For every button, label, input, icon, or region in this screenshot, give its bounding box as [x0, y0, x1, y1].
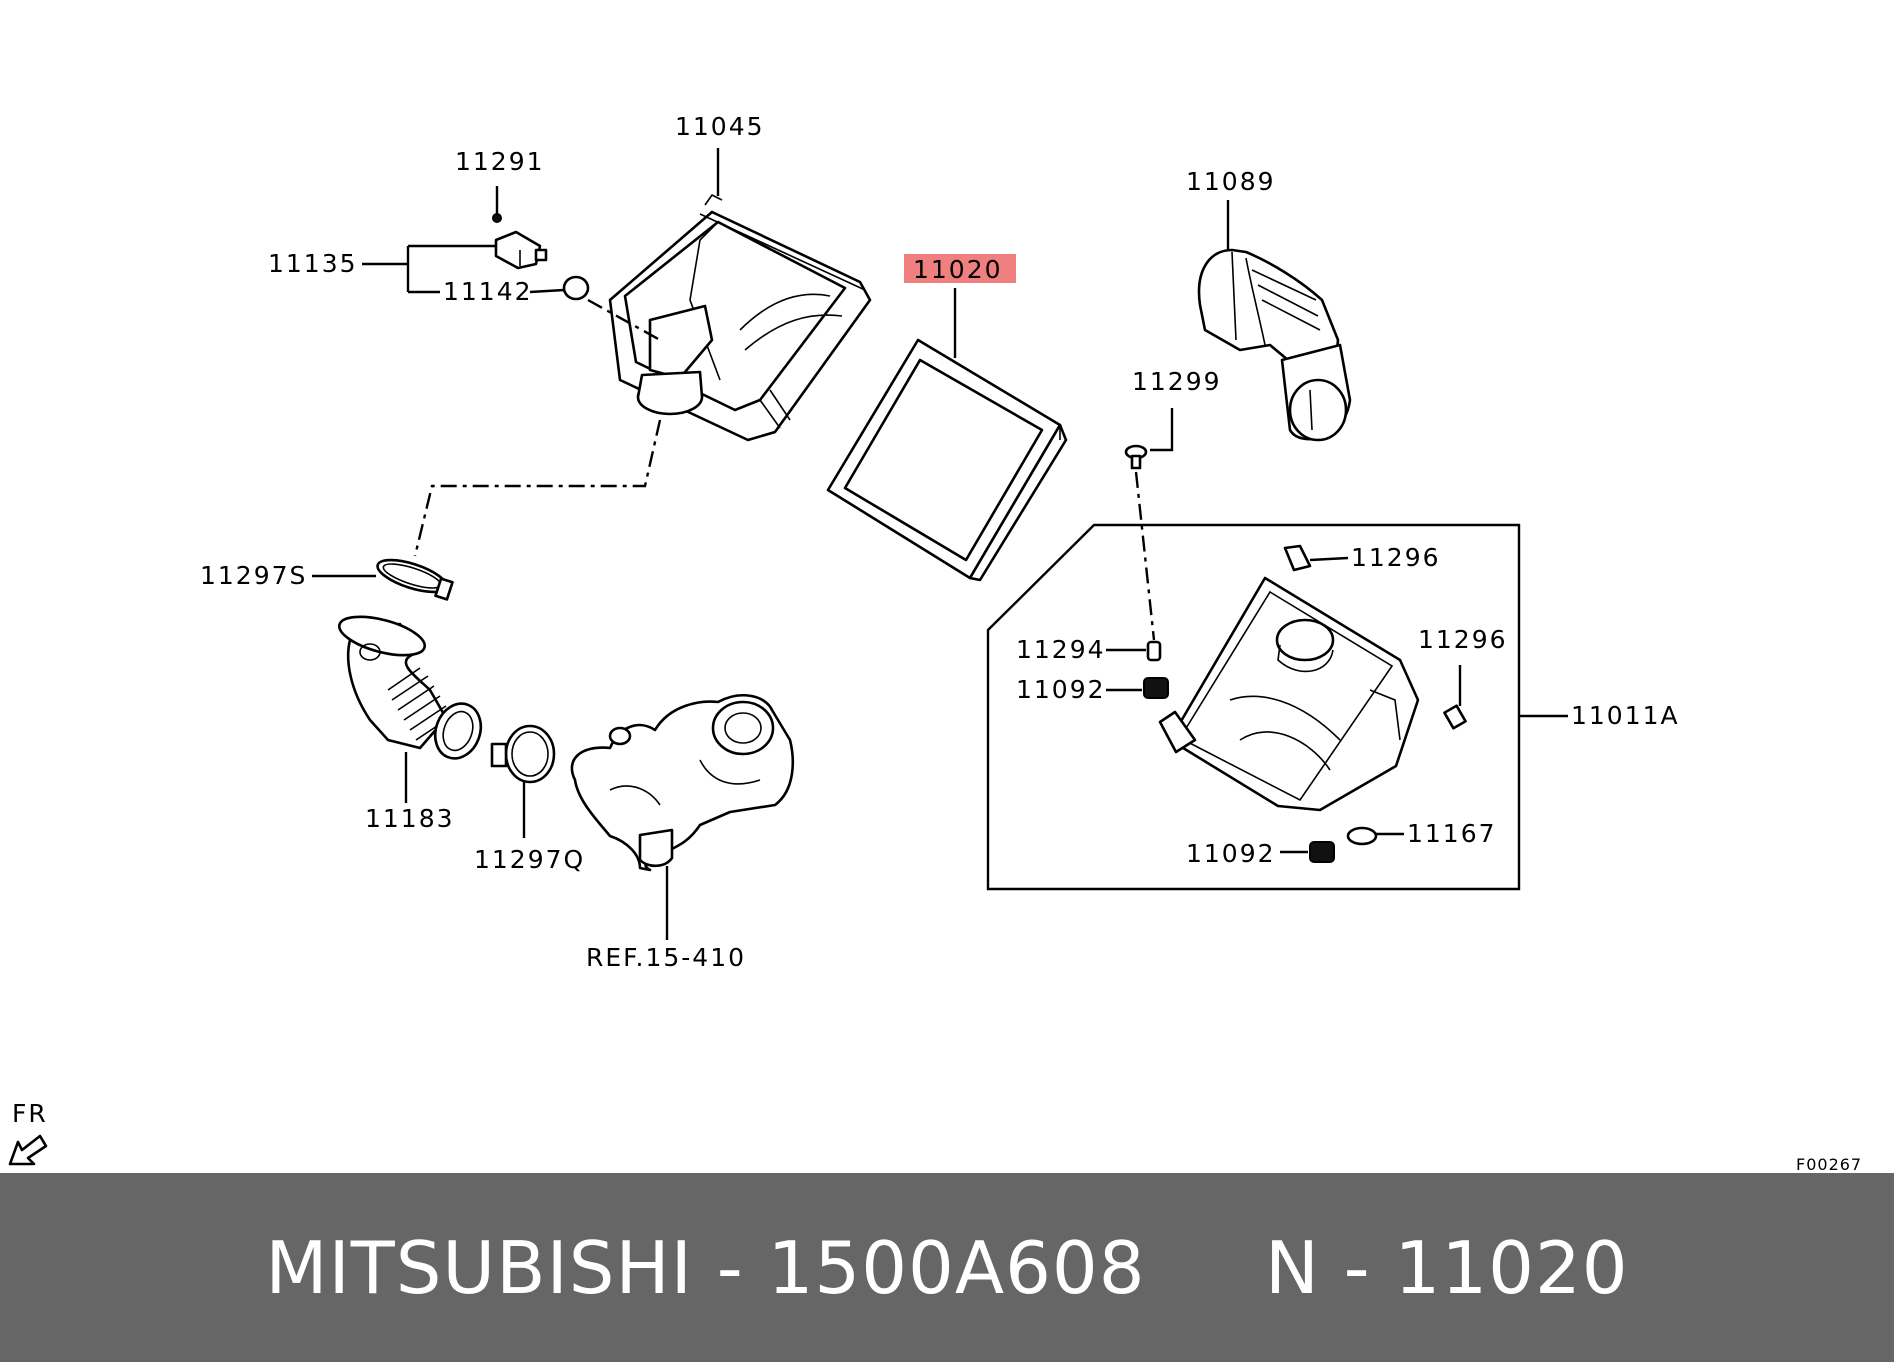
- collar-11294[interactable]: [1146, 640, 1162, 662]
- air-intake-duct[interactable]: [1197, 248, 1352, 442]
- label-11089: 11089: [1186, 167, 1276, 196]
- label-11020: 11020: [913, 255, 1003, 284]
- label-11291: 11291: [455, 147, 545, 176]
- assembly-box-11011a: [986, 523, 1521, 891]
- label-11011a: 11011A: [1571, 701, 1680, 730]
- label-11092-top: 11092: [1016, 675, 1106, 704]
- banner-text: MITSUBISHI - 1500A608 N - 11020: [265, 1225, 1629, 1310]
- dash-case-to-clamp: [413, 419, 662, 557]
- clamp-11297q[interactable]: [490, 724, 556, 784]
- air-cleaner-upper-case[interactable]: [608, 193, 872, 442]
- highlight-11020: [904, 254, 1016, 283]
- label-11045: 11045: [675, 112, 765, 141]
- grommet-11296-top[interactable]: [1283, 544, 1312, 572]
- air-filter-element[interactable]: [826, 338, 1068, 582]
- label-11299: 11299: [1132, 367, 1222, 396]
- fr-label: FR: [12, 1099, 48, 1128]
- label-11142: 11142: [443, 277, 533, 306]
- label-11297q: 11297Q: [474, 845, 585, 874]
- screw-11291[interactable]: [492, 186, 502, 223]
- label-11092-bottom: 11092: [1186, 839, 1276, 868]
- air-hose-11183[interactable]: [335, 609, 488, 765]
- parts-diagram: 11045 11291 11135 11142 11020 1108: [8, 112, 1862, 1173]
- label-11167: 11167: [1407, 819, 1497, 848]
- clamp-11297s[interactable]: [374, 553, 454, 601]
- bolt-11299[interactable]: [1124, 444, 1148, 470]
- nut-11167[interactable]: [1346, 826, 1378, 846]
- leader-11299: [1150, 408, 1174, 452]
- label-11294: 11294: [1016, 635, 1106, 664]
- label-11296-top: 11296: [1351, 543, 1441, 572]
- o-ring-11142[interactable]: [562, 275, 590, 301]
- label-ref: REF.15-410: [586, 943, 746, 972]
- turbocharger-ref[interactable]: [570, 694, 795, 872]
- insulator-11092-bottom[interactable]: [1309, 841, 1335, 863]
- label-11297s: 11297S: [200, 561, 307, 590]
- label-11135: 11135: [268, 249, 358, 278]
- front-arrow-icon: [8, 1134, 48, 1166]
- label-11296-side: 11296: [1418, 625, 1508, 654]
- air-cleaner-lower-case[interactable]: [1158, 576, 1420, 812]
- insulator-11092-top[interactable]: [1143, 677, 1169, 699]
- airflow-sensor[interactable]: [494, 230, 548, 270]
- figure-code: F00267: [1796, 1155, 1862, 1173]
- grommet-11296-side[interactable]: [1443, 704, 1467, 730]
- part-number-banner: MITSUBISHI - 1500A608 N - 11020: [0, 1173, 1894, 1362]
- label-11183: 11183: [365, 804, 455, 833]
